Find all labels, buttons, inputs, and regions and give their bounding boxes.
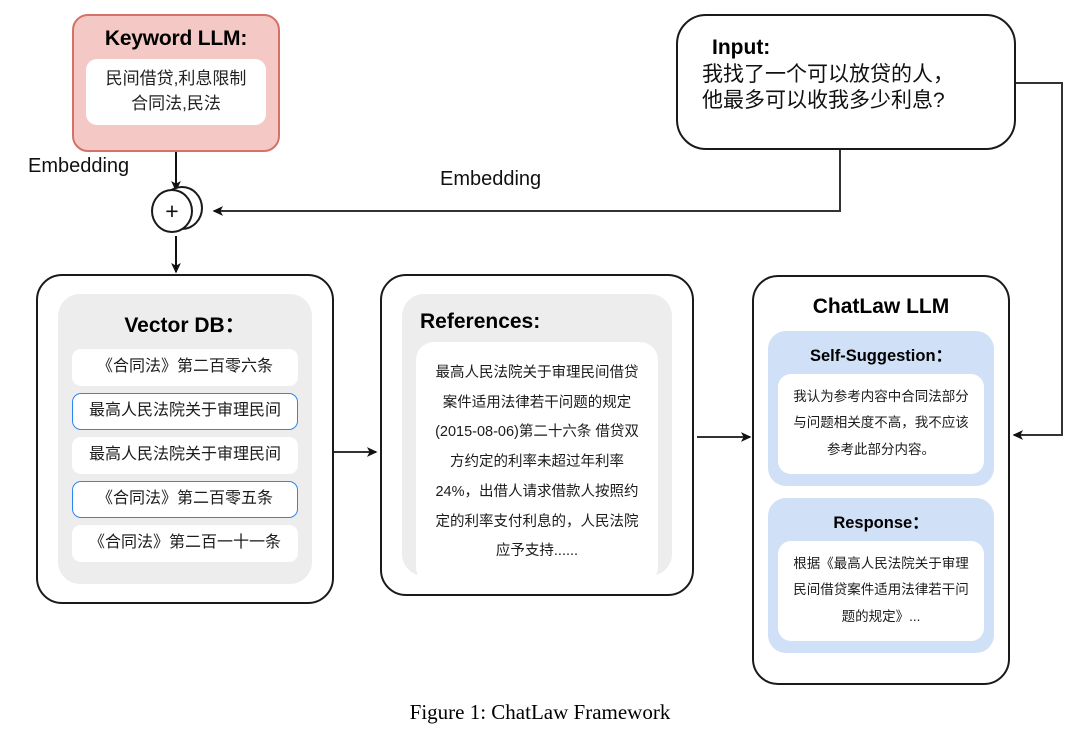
self-suggestion-panel: Self-Suggestion： 我认为参考内容中合同法部分与问题相关度不高，我… [768, 331, 994, 486]
vector-db-row[interactable]: 《合同法》第二百一十一条 [72, 525, 298, 562]
chatlaw-llm-title: ChatLaw LLM [812, 295, 950, 318]
chatlaw-llm-box: ChatLaw LLM Self-Suggestion： 我认为参考内容中合同法… [752, 275, 1010, 685]
sum-junction: + [145, 186, 203, 238]
response-title: Response： [833, 513, 929, 532]
response-panel: Response： 根据《最高人民法院关于审理民间借贷案件适用法律若干问题的规定… [768, 497, 994, 653]
vector-db-row[interactable]: 最高人民法院关于审理民间 [72, 437, 298, 474]
self-suggestion-title: Self-Suggestion： [809, 347, 953, 365]
vector-db-title: Vector DB： [124, 314, 246, 337]
references-title: References: [420, 310, 541, 333]
wire-input-to-chatlaw [1012, 82, 1063, 440]
vector-db-panel: Vector DB： 《合同法》第二百零六条 最高人民法院关于审理民间 最高人民… [58, 294, 312, 584]
references-box: References: 最高人民法院关于审理民间借贷案件适用法律若干问题的规定(… [380, 274, 694, 596]
references-body: 最高人民法院关于审理民间借贷案件适用法律若干问题的规定(2015-08-06)第… [416, 342, 658, 586]
figure-caption: Figure 1: ChatLaw Framework [409, 700, 671, 724]
embedding-label-right: Embedding [440, 168, 542, 190]
vector-db-row[interactable]: 最高人民法院关于审理民间 [72, 393, 298, 430]
keyword-llm-box: Keyword LLM: 民间借贷,利息限制 合同法,民法 [72, 14, 280, 152]
vector-db-row[interactable]: 《合同法》第二百零六条 [72, 349, 298, 386]
plus-icon: + [165, 198, 179, 224]
embedding-label-left: Embedding [28, 155, 130, 177]
references-panel: References: 最高人民法院关于审理民间借贷案件适用法律若干问题的规定(… [402, 294, 672, 586]
keyword-llm-keywords: 民间借贷,利息限制 合同法,民法 [86, 59, 266, 126]
response-body: 根据《最高人民法院关于审理民间借贷案件适用法律若干问题的规定》... [778, 540, 984, 641]
input-title: Input: [712, 36, 771, 59]
keyword-llm-title: Keyword LLM: [104, 27, 248, 50]
input-question: 我找了一个可以放贷的人， 他最多可以收我多少利息? [702, 63, 954, 112]
vector-db-row[interactable]: 《合同法》第二百零五条 [72, 481, 298, 518]
input-box: Input: 我找了一个可以放贷的人， 他最多可以收我多少利息? [676, 14, 1016, 150]
self-suggestion-body: 我认为参考内容中合同法部分与问题相关度不高，我不应该参考此部分内容。 [778, 374, 984, 474]
sum-junction-ring-front [151, 189, 193, 233]
vector-db-box: Vector DB： 《合同法》第二百零六条 最高人民法院关于审理民间 最高人民… [36, 274, 334, 604]
